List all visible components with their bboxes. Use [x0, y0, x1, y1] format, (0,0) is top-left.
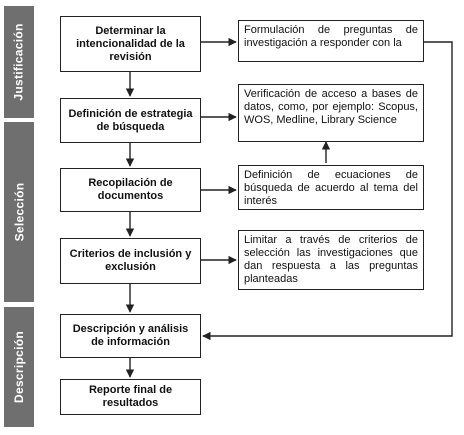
step-box-1: Determinar la intencionalidad de la revi… — [60, 16, 201, 72]
phase-band-descripcion: Descripción — [4, 307, 34, 427]
note-box-1: Formulación de preguntas de investigació… — [238, 20, 424, 62]
step-label-5: Descripción y análisis de información — [72, 323, 189, 348]
step-label-6: Reporte final de resultados — [88, 384, 173, 409]
arrow-note1-step5 — [202, 41, 453, 341]
step-label-3: Recopilación de documentos — [88, 177, 173, 202]
note-label-3: Definición de ecuaciones de búsqueda de … — [244, 169, 418, 207]
phase-band-justificacion: Justificación — [4, 6, 34, 118]
note-label-1: Formulación de preguntas de investigació… — [244, 24, 418, 49]
step-label-4: Criterios de inclusión y exclusión — [69, 248, 192, 273]
step-box-2: Definición de estrategia de búsqueda — [60, 98, 201, 143]
note-label-4: Limitar a través de criterios de selecci… — [244, 234, 418, 285]
step-box-4: Criterios de inclusión y exclusión — [60, 238, 201, 284]
step-label-1: Determinar la intencionalidad de la revi… — [76, 24, 185, 63]
phase-band-seleccion: Selección — [4, 122, 34, 302]
note-box-4: Limitar a través de criterios de selecci… — [238, 230, 424, 290]
step-box-5: Descripción y análisis de información — [60, 314, 201, 358]
note-label-2: Verificación de acceso a bases de datos,… — [244, 88, 418, 126]
note-box-2: Verificación de acceso a bases de datos,… — [238, 84, 424, 142]
note-box-3: Definición de ecuaciones de búsqueda de … — [238, 165, 424, 210]
step-box-6: Reporte final de resultados — [60, 379, 201, 415]
step-label-2: Definición de estrategia de búsqueda — [68, 107, 193, 133]
step-box-3: Recopilación de documentos — [60, 168, 201, 212]
